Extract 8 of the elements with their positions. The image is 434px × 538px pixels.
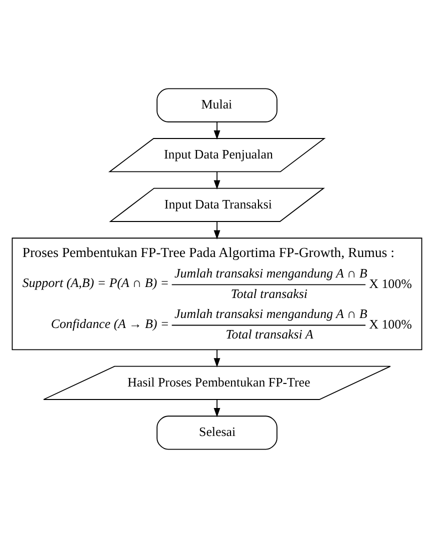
- arrow: [214, 171, 220, 190]
- arrow: [214, 121, 220, 140]
- arrow: [214, 349, 220, 368]
- node-box: Proses Pembentukan FP-Tree Pada Algortima FP-Growth, Rumus : Support (A,B) = P(A ∩ B) = Jumlah transaksi mengandung A ∩ B X 100% Total transaksi Confidance (A → B) = Jumlah transaksi mengandung A ∩ B X 100% Total transaksi A: [12, 238, 422, 350]
- node-box: Selesai: [156, 416, 278, 450]
- arrow: [214, 221, 220, 240]
- arrow: [214, 399, 220, 418]
- node-box: Mulai: [156, 88, 278, 122]
